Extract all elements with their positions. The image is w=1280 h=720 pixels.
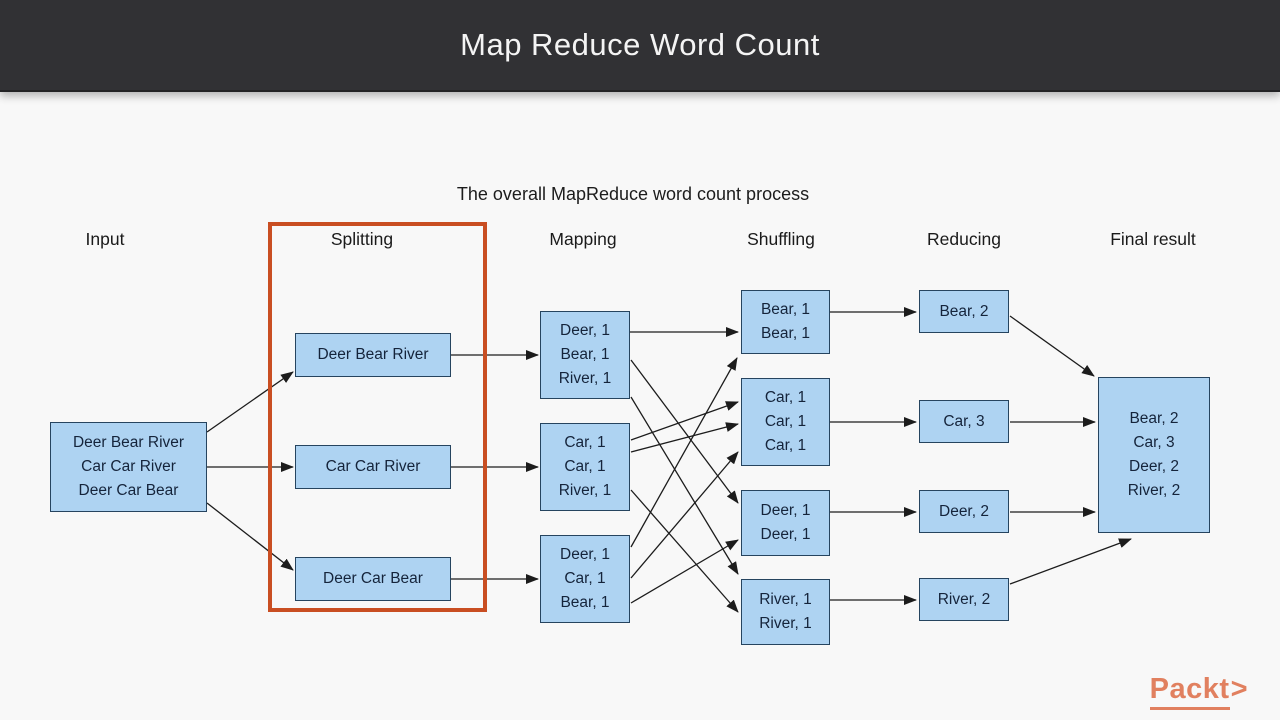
node-line: River, 1 (759, 615, 812, 632)
node-line: Deer, 2 (939, 502, 989, 520)
node-line: River, 2 (937, 590, 991, 608)
arrow-map3-to-bear (630, 357, 738, 548)
node-line: River, 1 (558, 370, 612, 387)
reducing-box-deer: Deer, 2 (919, 490, 1009, 533)
node-line: Deer Bear River (317, 346, 429, 363)
column-header-splitting: Splitting (330, 229, 394, 249)
arrow-map2-to-car-b (630, 422, 739, 453)
arrow-map1-to-deer (630, 359, 739, 504)
arrow-map2-to-river (630, 489, 739, 613)
arrow-map3-to-car (630, 451, 739, 579)
packt-logo-caret-icon: > (1230, 673, 1248, 705)
node-line: Bear, 1 (760, 325, 811, 342)
page-title: Map Reduce Word Count (460, 27, 820, 62)
arrow-map1-to-river (630, 396, 739, 575)
node-line: Deer, 2 (1129, 458, 1179, 475)
column-header-input: Input (85, 229, 125, 249)
shuffling-box-car: Car, 1 Car, 1 Car, 1 (741, 378, 830, 466)
node-line: Car, 1 (764, 413, 807, 430)
mapping-box-1: Deer, 1 Bear, 1 River, 1 (540, 311, 630, 399)
arrow-bear2-to-final (1009, 315, 1095, 377)
mapping-box-2: Car, 1 Car, 1 River, 1 (540, 423, 630, 511)
input-box: Deer Bear River Car Car River Deer Car B… (50, 422, 207, 512)
arrow-input-to-split-3 (206, 502, 294, 571)
node-line: Car, 3 (1133, 434, 1175, 451)
column-header-mapping: Mapping (549, 229, 617, 249)
node-line: Car Car River (81, 458, 176, 475)
node-line: Deer, 1 (560, 546, 610, 563)
node-line: Bear, 2 (1129, 410, 1179, 427)
node-line: Deer, 1 (560, 322, 610, 339)
node-line: Car, 1 (564, 434, 606, 451)
column-header-shuffling: Shuffling (747, 229, 815, 249)
splitting-box-3: Deer Car Bear (295, 557, 451, 601)
node-line: Bear, 1 (560, 594, 610, 611)
node-line: Deer, 1 (760, 502, 811, 519)
title-bar: Map Reduce Word Count (0, 0, 1280, 92)
node-line: River, 1 (759, 591, 812, 608)
mapping-box-3: Deer, 1 Car, 1 Bear, 1 (540, 535, 630, 623)
node-line: Car, 1 (564, 570, 606, 587)
node-line: Car, 1 (564, 458, 606, 475)
shuffling-box-deer: Deer, 1 Deer, 1 (741, 490, 830, 556)
final-result-box: Bear, 2 Car, 3 Deer, 2 River, 2 (1098, 377, 1210, 533)
splitting-box-1: Deer Bear River (295, 333, 451, 377)
arrow-river2-to-final (1009, 538, 1132, 585)
packt-logo-text: Packt (1149, 673, 1230, 710)
node-line: Bear, 1 (560, 346, 610, 363)
node-line: Car, 1 (764, 389, 807, 406)
arrow-map3-to-deer (630, 539, 739, 604)
node-line: Car, 1 (764, 437, 807, 454)
node-line: Deer Car Bear (323, 570, 423, 587)
node-line: Car Car River (325, 458, 421, 475)
node-line: Bear, 2 (939, 302, 989, 320)
arrow-map2-to-car-a (630, 401, 739, 441)
packt-logo: Packt> (1149, 673, 1248, 710)
reducing-box-car: Car, 3 (919, 400, 1009, 443)
node-line: Deer, 1 (760, 526, 811, 543)
reducing-box-bear: Bear, 2 (919, 290, 1009, 333)
column-header-reducing: Reducing (927, 229, 1001, 249)
node-line: Deer Car Bear (78, 482, 179, 499)
node-line: Deer Bear River (72, 434, 185, 451)
shuffling-box-river: River, 1 River, 1 (741, 579, 830, 645)
arrow-input-to-split-1 (206, 371, 294, 433)
column-header-final: Final result (1110, 229, 1196, 249)
splitting-box-2: Car Car River (295, 445, 451, 489)
node-line: Bear, 1 (760, 301, 811, 318)
reducing-box-river: River, 2 (919, 578, 1009, 621)
node-line: River, 2 (1127, 482, 1181, 499)
node-line: River, 1 (558, 482, 612, 499)
shuffling-box-bear: Bear, 1 Bear, 1 (741, 290, 830, 354)
diagram-caption: The overall MapReduce word count process (456, 184, 810, 204)
node-line: Car, 3 (943, 412, 985, 430)
